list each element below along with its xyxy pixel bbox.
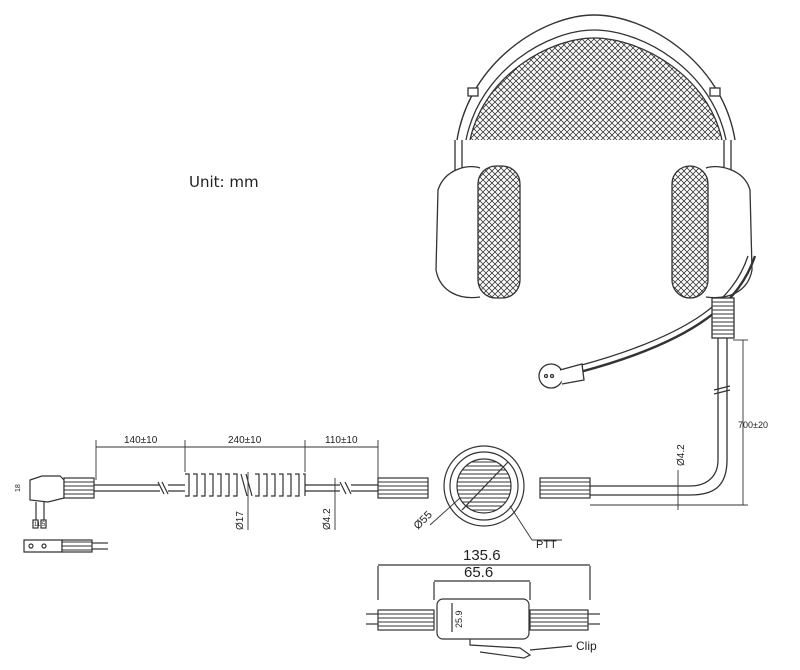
- dim-width-135-6: 135.6: [463, 547, 501, 564]
- ptt-callout: PTT: [536, 539, 557, 551]
- dim-height-25-9: 25.9: [454, 610, 464, 628]
- dim-dia-55: Ø55: [412, 509, 435, 532]
- coiled-cord: [185, 473, 306, 497]
- dim-dia-17: Ø17: [235, 511, 246, 530]
- unit-label: Unit: mm: [189, 173, 259, 191]
- right-ear-cup: [671, 140, 753, 299]
- dim-len-110: 110±10: [325, 435, 358, 446]
- ptt-side-view: [366, 564, 600, 659]
- dimension-lines: [95, 339, 748, 541]
- headset-cable: [689, 297, 735, 496]
- headset: [435, 14, 757, 496]
- dim-dia-4-2-left: Ø4.2: [322, 508, 333, 530]
- dim-cable-700: 700±20: [738, 420, 768, 430]
- radio-plug: [23, 475, 108, 553]
- dim-dia-4-2-right: Ø4.2: [676, 444, 687, 466]
- side-view-texts: 135.6 65.6 25.9 Clip: [454, 547, 597, 653]
- dim-width-65-6: 65.6: [464, 564, 493, 581]
- clip-callout: Clip: [576, 639, 597, 653]
- dim-plug-11-5: 11.5: [34, 522, 46, 528]
- dim-len-240: 240±10: [228, 435, 262, 446]
- headband: [456, 14, 736, 141]
- dim-plug-18: 18: [15, 484, 22, 492]
- left-ear-cup: [435, 140, 521, 299]
- dim-len-140: 140±10: [124, 435, 158, 446]
- main-cable: [23, 445, 690, 553]
- boom-microphone: [538, 255, 757, 389]
- ptt-unit: [443, 445, 525, 527]
